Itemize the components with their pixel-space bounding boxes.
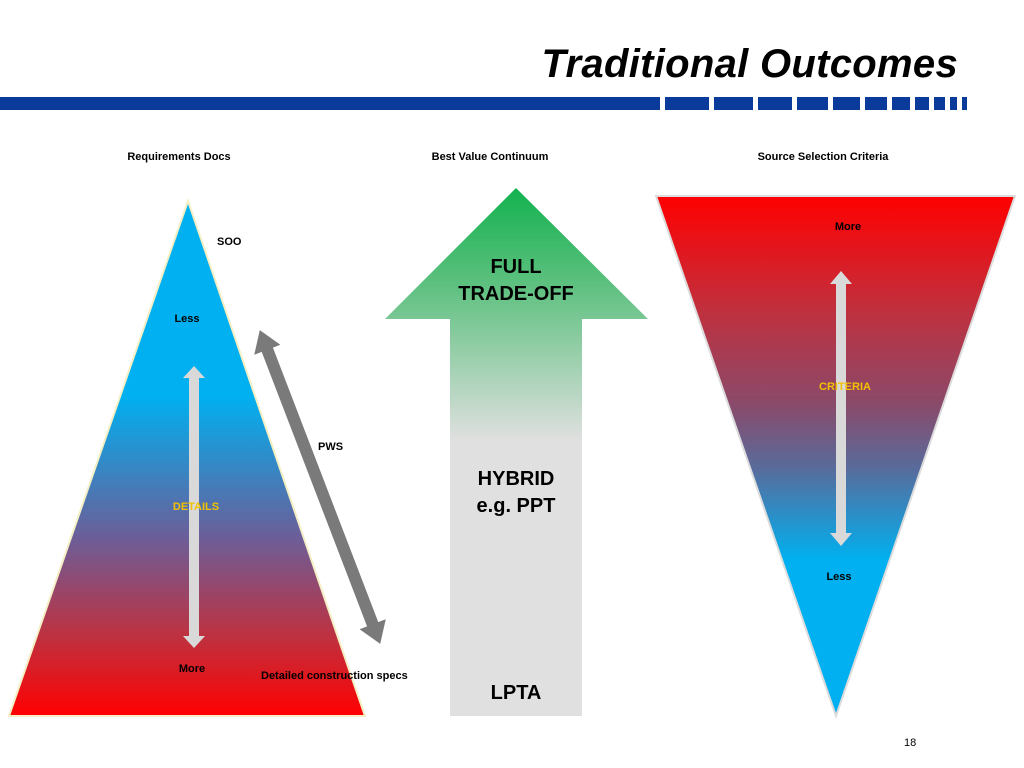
best-value-arrow	[385, 188, 648, 716]
header-rule-segment	[758, 97, 792, 110]
label-criteria: CRITERIA	[819, 381, 871, 393]
pws-double-arrow	[254, 330, 386, 644]
label-full-trade-off: FULL TRADE-OFF	[458, 254, 574, 308]
header-rule-bar	[0, 97, 660, 110]
hybrid-line2: e.g. PPT	[476, 495, 556, 517]
heading-best-value-continuum: Best Value Continuum	[431, 151, 549, 163]
hybrid-line1: HYBRID	[477, 468, 555, 490]
label-less-criteria: Less	[826, 571, 852, 583]
details-double-arrow	[183, 366, 205, 648]
header-rule-segment	[865, 97, 887, 110]
label-hybrid: HYBRID e.g. PPT	[477, 466, 556, 520]
header-rule-segment	[950, 97, 957, 110]
slide-title: Traditional Outcomes	[541, 42, 958, 86]
label-lpta: LPTA	[490, 682, 542, 704]
full-trade-off-line1: FULL	[490, 256, 542, 278]
header-rule-segment	[714, 97, 753, 110]
label-details: DETAILS	[172, 501, 220, 513]
header-rule-segment	[915, 97, 929, 110]
label-detailed-construction-specs: Detailed construction specs	[261, 670, 408, 682]
heading-requirements-docs: Requirements Docs	[127, 151, 231, 163]
page-number: 18	[904, 737, 917, 749]
label-less-details: Less	[174, 313, 200, 325]
criteria-funnel	[654, 195, 1017, 720]
criteria-double-arrow	[830, 271, 852, 546]
header-rule-segment	[797, 97, 828, 110]
requirements-pyramid	[7, 197, 367, 717]
label-more-details: More	[178, 663, 206, 675]
full-trade-off-line2: TRADE-OFF	[458, 283, 574, 305]
header-rule-segment	[934, 97, 945, 110]
heading-source-selection-criteria: Source Selection Criteria	[757, 151, 889, 163]
header-rule-segment	[892, 97, 910, 110]
label-pws: PWS	[318, 441, 344, 453]
label-more-criteria: More	[834, 221, 862, 233]
header-rule-segment	[962, 97, 967, 110]
label-soo: SOO	[217, 236, 242, 248]
header-rule-segment	[833, 97, 860, 110]
header-rule-segment	[665, 97, 709, 110]
